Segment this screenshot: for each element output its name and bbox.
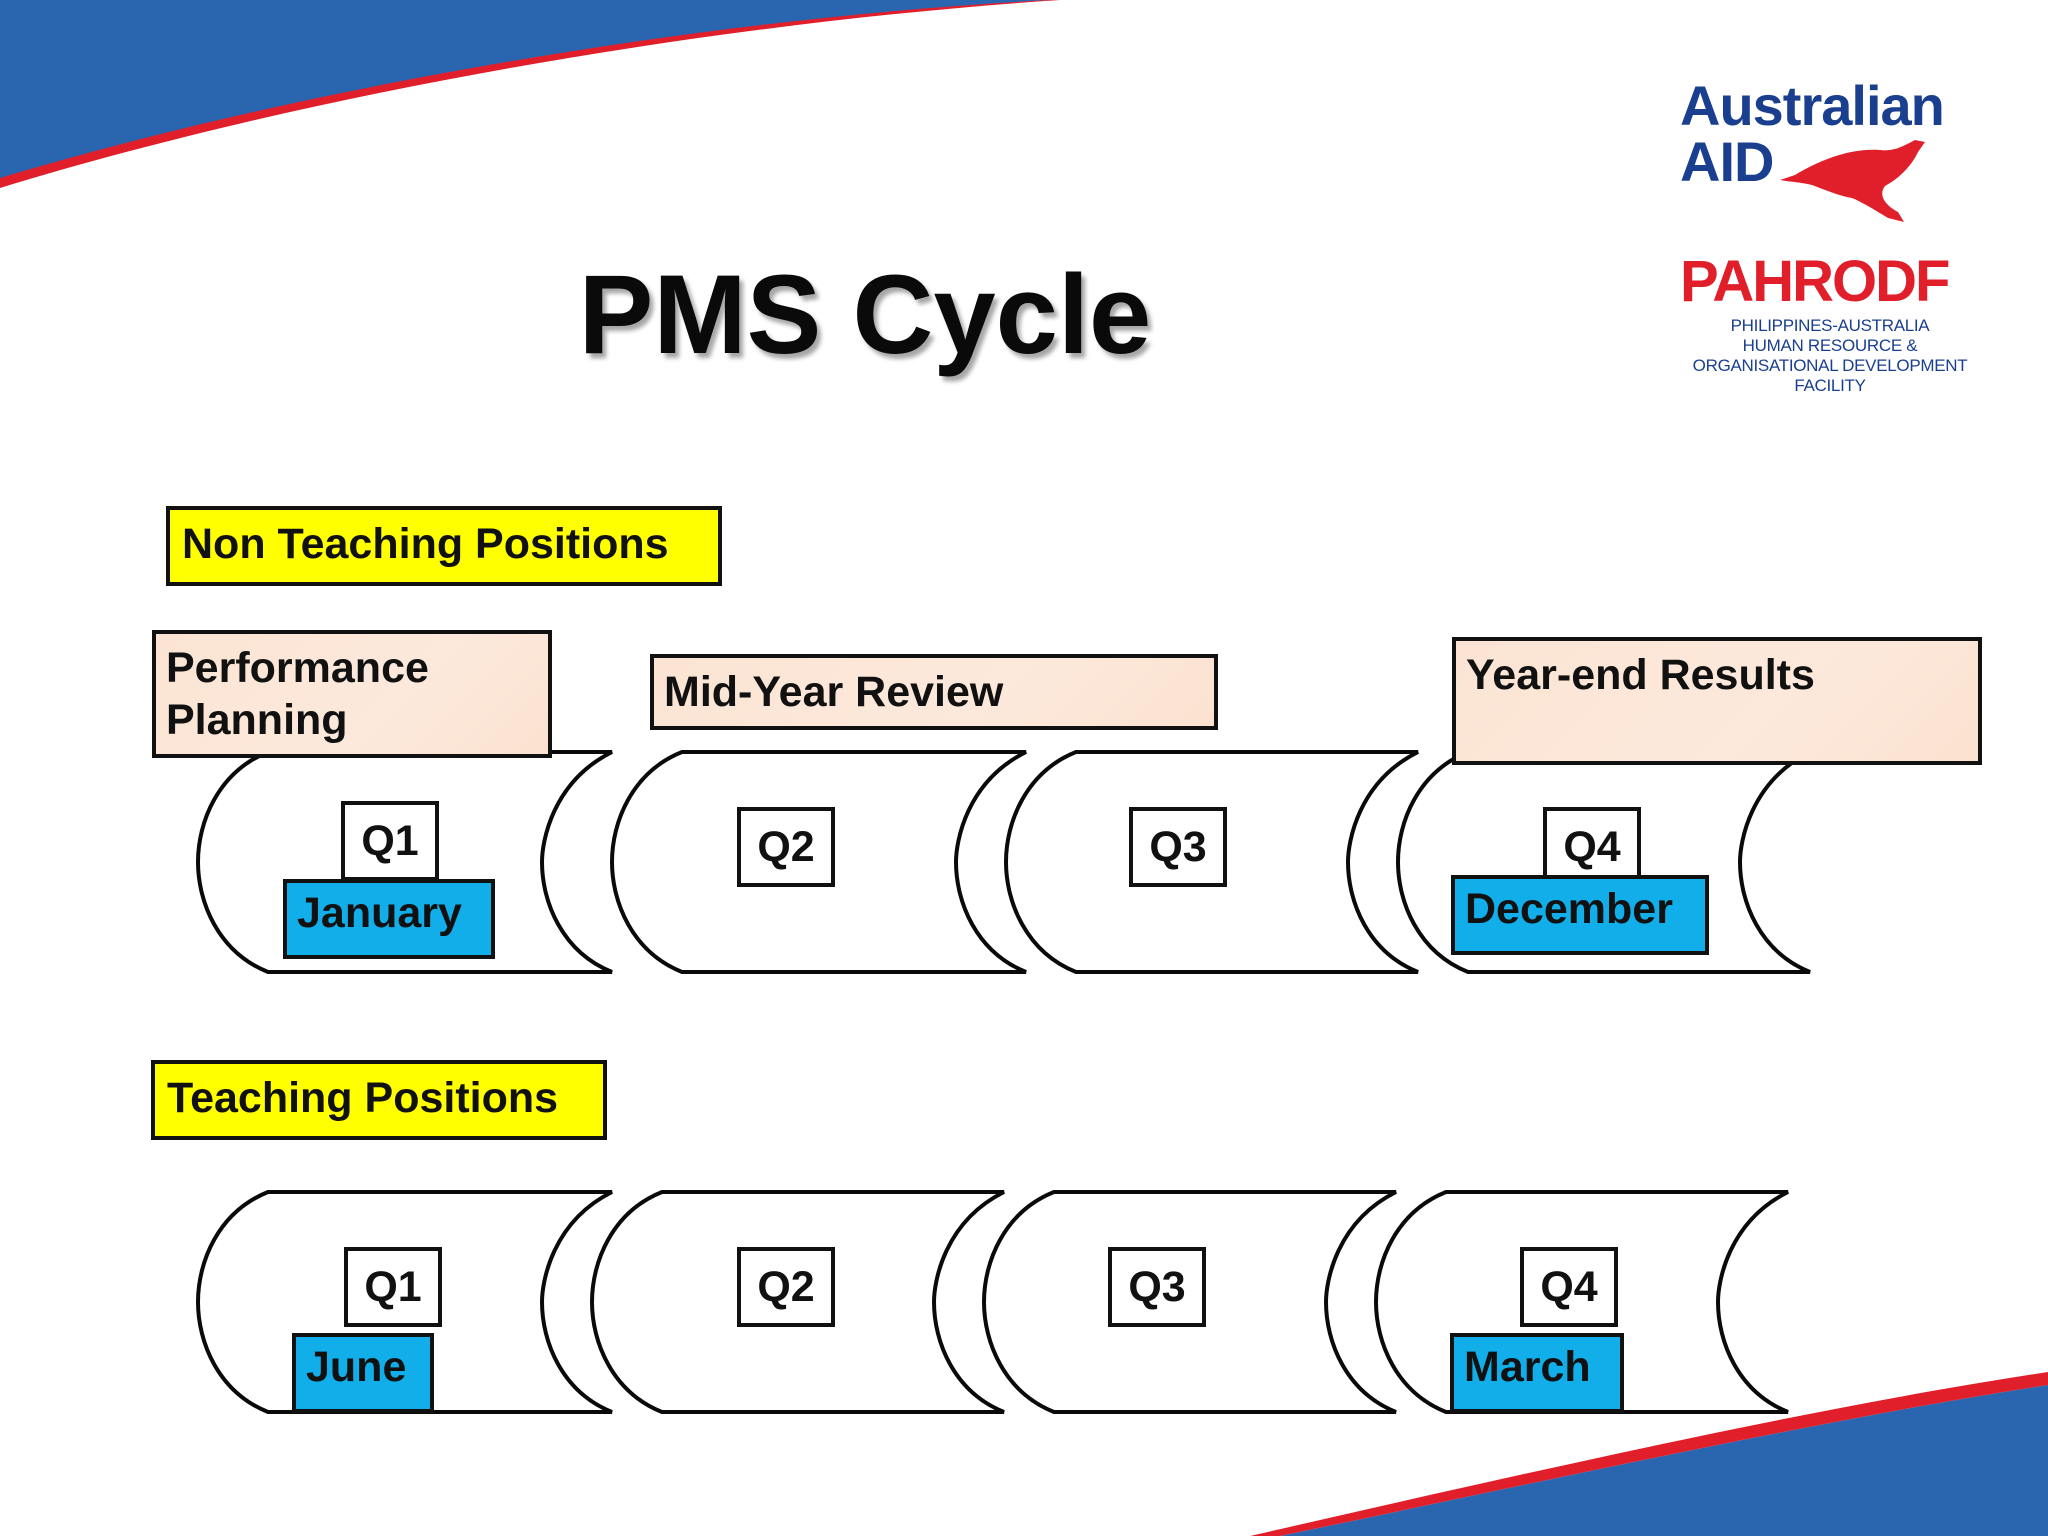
- nt-quarter-q4: Q4: [1543, 807, 1641, 887]
- t-quarter-q4: Q4: [1520, 1247, 1618, 1327]
- phase-mid-year-review: Mid-Year Review: [650, 654, 1218, 730]
- pahrodf-subtitle-line: FACILITY: [1794, 376, 1866, 395]
- t-month-june: June: [292, 1333, 434, 1413]
- pahrodf-subtitle-line: PHILIPPINES-AUSTRALIA: [1730, 316, 1930, 335]
- teaching-label: Teaching Positions: [151, 1060, 607, 1140]
- nt-quarter-q1: Q1: [341, 801, 439, 881]
- nt-month-december: December: [1451, 875, 1709, 955]
- pahrodf-subtitle-line: HUMAN RESOURCE &: [1742, 336, 1918, 355]
- top-swoosh-blue: [0, 0, 1050, 180]
- nt-quarter-q3: Q3: [1129, 807, 1227, 887]
- bottom-swoosh-red: [1250, 1372, 2048, 1536]
- pahrodf-subtitle-line: ORGANISATIONAL DEVELOPMENT: [1692, 356, 1968, 375]
- t-month-march: March: [1450, 1333, 1624, 1413]
- page-title: PMS Cycle: [578, 252, 1152, 377]
- phase-performance-planning: Performance Planning: [152, 630, 552, 758]
- bottom-swoosh-blue: [1280, 1385, 2048, 1536]
- pahrodf-logo: PAHRODF: [1680, 249, 1950, 314]
- logo-aid-text: AID: [1680, 130, 1774, 193]
- australian-aid-logo: Australian AID: [1680, 74, 1945, 193]
- t-quarter-q1: Q1: [344, 1247, 442, 1327]
- pahrodf-subtitle: PHILIPPINES-AUSTRALIA HUMAN RESOURCE & O…: [1670, 316, 1990, 396]
- kangaroo-icon: [1780, 140, 1925, 222]
- logo-australian-text: Australian: [1680, 74, 1945, 137]
- t-quarter-q3: Q3: [1108, 1247, 1206, 1327]
- t-quarter-q2: Q2: [737, 1247, 835, 1327]
- nt-month-january: January: [283, 879, 495, 959]
- phase-year-end-results: Year-end Results: [1452, 637, 1982, 765]
- non-teaching-label: Non Teaching Positions: [166, 506, 722, 586]
- nt-quarter-q2: Q2: [737, 807, 835, 887]
